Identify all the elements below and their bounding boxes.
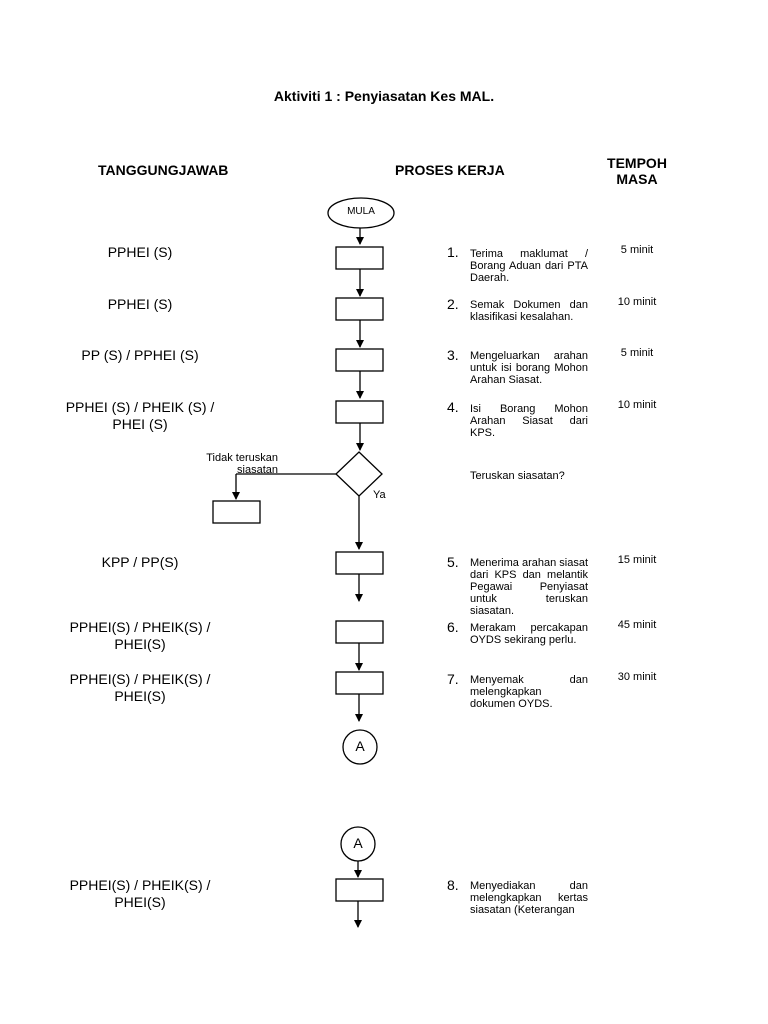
decision-yes-label: Ya	[373, 489, 386, 501]
header-responsibility: TANGGUNGJAWAB	[98, 162, 229, 178]
step7-description: Menyemak dan melengkapkan dokumen OYDS.	[470, 674, 588, 710]
process-box-1	[335, 246, 384, 270]
step4-description: Isi Borang Mohon Arahan Siasat dari KPS.	[470, 403, 588, 439]
step6-number: 6.	[447, 619, 459, 635]
process-box-8	[335, 878, 384, 902]
page-title: Aktiviti 1 : Penyiasatan Kes MAL.	[273, 88, 495, 104]
step7-responsible: PPHEI(S) / PHEIK(S) / PHEI(S)	[69, 671, 211, 704]
step1-description: Terima maklumat / Borang Aduan dari PTA …	[470, 248, 588, 284]
step4-time: 10 minit	[617, 399, 657, 411]
step3-time: 5 minit	[620, 347, 654, 359]
step5-number: 5.	[447, 554, 459, 570]
step7-number: 7.	[447, 671, 459, 687]
header-time: TEMPOH MASA	[607, 155, 667, 187]
step1-time: 5 minit	[620, 244, 654, 256]
connector-a-top-label: A	[353, 835, 363, 851]
step3-number: 3.	[447, 347, 459, 363]
step8-number: 8.	[447, 877, 459, 893]
step8-description: Menyediakan dan melengkapkan kertas sias…	[470, 880, 588, 916]
step2-responsible: PPHEI (S)	[107, 296, 173, 312]
connector-a-bottom-label: A	[355, 738, 365, 754]
process-box-6	[335, 620, 384, 644]
step6-responsible: PPHEI(S) / PHEIK(S) / PHEI(S)	[69, 619, 211, 652]
step8-responsible: PPHEI(S) / PHEIK(S) / PHEI(S)	[69, 877, 211, 910]
step6-time: 45 minit	[617, 619, 657, 631]
step2-time: 10 minit	[617, 296, 657, 308]
step7-time: 30 minit	[617, 671, 657, 683]
process-box-5	[335, 551, 384, 575]
start-label: MULA	[347, 206, 375, 217]
header-process: PROSES KERJA	[395, 162, 505, 178]
process-box-4	[335, 400, 384, 424]
decision-question: Teruskan siasatan?	[470, 470, 565, 482]
step2-description: Semak Dokumen dan klasifikasi kesalahan.	[470, 299, 588, 323]
process-box-3	[335, 348, 384, 372]
step3-description: Mengeluarkan arahan untuk isi borang Moh…	[470, 350, 588, 386]
step1-responsible: PPHEI (S)	[107, 244, 173, 260]
decision-no-label: Tidak teruskan siasatan	[206, 452, 278, 476]
start-oval	[327, 197, 395, 229]
step1-number: 1.	[447, 244, 459, 260]
step3-responsible: PP (S) / PPHEI (S)	[81, 347, 199, 363]
step6-description: Merakam percakapan OYDS sekirang perlu.	[470, 622, 588, 646]
step4-number: 4.	[447, 399, 459, 415]
step5-time: 15 minit	[617, 554, 657, 566]
step4-responsible: PPHEI (S) / PHEIK (S) / PHEI (S)	[65, 399, 215, 432]
process-box-2	[335, 297, 384, 321]
step2-number: 2.	[447, 296, 459, 312]
step5-responsible: KPP / PP(S)	[101, 554, 179, 570]
connector-a-bottom	[342, 729, 378, 765]
step5-description: Menerima arahan siasat dari KPS dan mela…	[470, 557, 589, 617]
terminate-box	[212, 500, 261, 524]
process-box-7	[335, 671, 384, 695]
